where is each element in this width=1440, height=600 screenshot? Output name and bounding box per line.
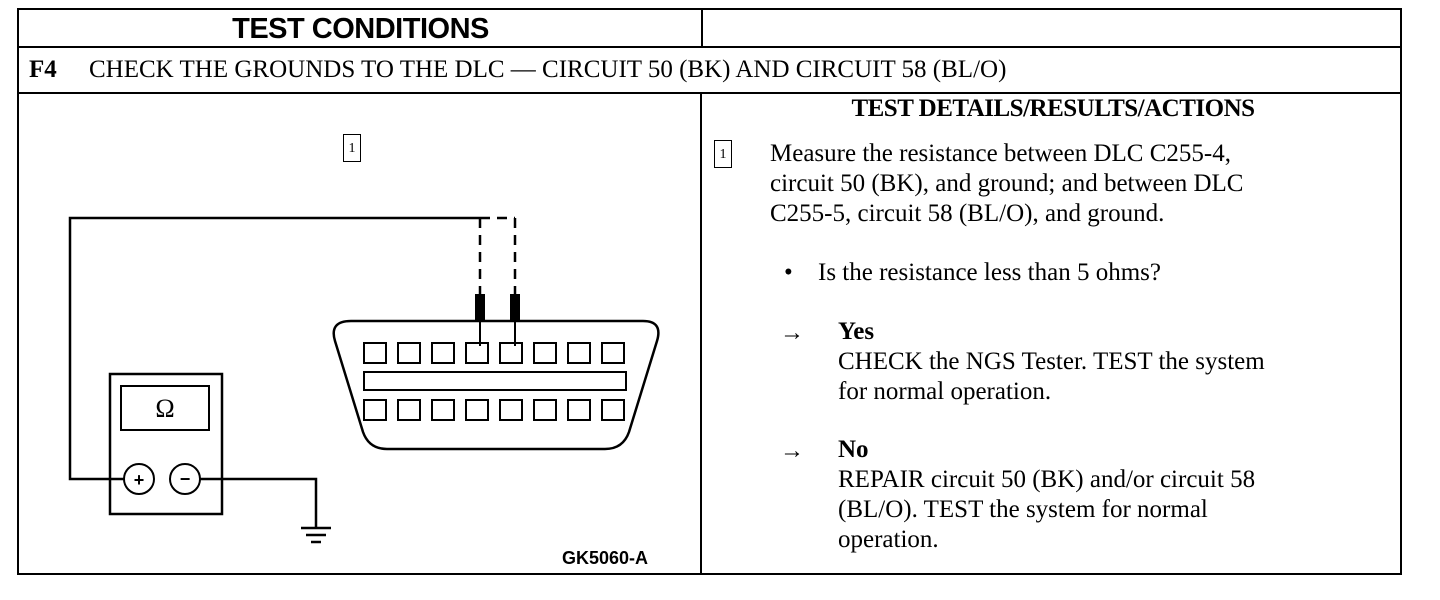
test-details: 1 Measure the resistance between DLC C25… xyxy=(702,94,1402,575)
dlc-pin-top xyxy=(363,342,387,364)
details-step-marker: 1 xyxy=(714,140,732,168)
yes-label: Yes xyxy=(838,318,875,345)
dlc-pin-bottom xyxy=(601,399,625,421)
diagram-step-marker: 1 xyxy=(343,134,361,162)
step-rule xyxy=(19,92,1400,94)
dlc-pin-top xyxy=(499,342,523,364)
test-diagram: 1 xyxy=(19,94,700,575)
dlc-pin-bottom xyxy=(363,399,387,421)
step-id: F4 xyxy=(29,56,57,83)
instruction-line: Measure the resistance between DLC C255-… xyxy=(770,140,1231,167)
yes-action-line: CHECK the NGS Tester. TEST the system xyxy=(838,348,1265,375)
dlc-pin-bottom xyxy=(499,399,523,421)
positive-lead-wire xyxy=(68,216,480,481)
instruction-line: circuit 50 (BK), and ground; and between… xyxy=(770,170,1244,197)
yes-action-line: for normal operation. xyxy=(838,378,1052,405)
instruction: Measure the resistance between DLC C255-… xyxy=(770,139,1244,229)
plus-symbol: + xyxy=(134,470,145,490)
ohmmeter-body xyxy=(108,372,224,516)
no-result: No REPAIR circuit 50 (BK) and/or circuit… xyxy=(838,435,1255,555)
figure-id: GK5060-A xyxy=(562,548,648,568)
ohmmeter-display xyxy=(120,385,210,431)
dlc-pin-top xyxy=(567,342,591,364)
no-action-line: REPAIR circuit 50 (BK) and/or circuit 58 xyxy=(838,466,1256,493)
column-divider xyxy=(700,94,702,575)
dlc-pin-top xyxy=(431,342,455,364)
wiring-diagram: Ω + − GK5060-A xyxy=(68,216,660,568)
header-divider xyxy=(701,10,703,48)
question: Is the resistance less than 5 ohms? xyxy=(818,259,1161,286)
step-row: F4 CHECK THE GROUNDS TO THE DLC — CIRCUI… xyxy=(19,48,1400,92)
dlc-pin-top xyxy=(465,342,489,364)
positive-terminal xyxy=(123,463,155,495)
dlc-center-bar xyxy=(363,371,627,391)
instruction-line: C255-5, circuit 58 (BL/O), and ground. xyxy=(770,200,1165,227)
dlc-pin-bottom xyxy=(567,399,591,421)
dlc-pin-bottom xyxy=(533,399,557,421)
dlc-pin-bottom xyxy=(431,399,455,421)
no-label: No xyxy=(838,436,869,463)
header-test-conditions: TEST CONDITIONS xyxy=(232,13,489,45)
no-action-line: (BL/O). TEST the system for normal xyxy=(838,496,1208,523)
step-title: CHECK THE GROUNDS TO THE DLC — CIRCUIT 5… xyxy=(89,56,1007,83)
dlc-pin-bottom xyxy=(465,399,489,421)
bullet: • xyxy=(784,259,793,286)
no-arrow-icon: → xyxy=(780,438,804,464)
probe-tip-1 xyxy=(475,294,485,320)
dlc-pin-top xyxy=(601,342,625,364)
yes-result: Yes CHECK the NGS Tester. TEST the syste… xyxy=(838,317,1265,407)
dlc-pin-top xyxy=(533,342,557,364)
minus-symbol: − xyxy=(180,469,191,489)
no-action-line: operation. xyxy=(838,526,939,553)
ohm-symbol: Ω xyxy=(155,394,174,423)
ground-lead-wire xyxy=(200,477,318,528)
yes-arrow-icon: → xyxy=(780,320,804,346)
dlc-pin-top xyxy=(397,342,421,364)
dlc-pins xyxy=(363,342,625,421)
dlc-connector xyxy=(332,319,660,451)
header-test-details: TEST DETAILS/RESULTS/ACTIONS xyxy=(851,95,1255,122)
dlc-pin-bottom xyxy=(397,399,421,421)
test-table: TEST CONDITIONS TEST DETAILS/RESULTS/ACT… xyxy=(17,8,1402,575)
probe-tip-2 xyxy=(510,294,520,320)
header-rule xyxy=(19,46,1400,48)
